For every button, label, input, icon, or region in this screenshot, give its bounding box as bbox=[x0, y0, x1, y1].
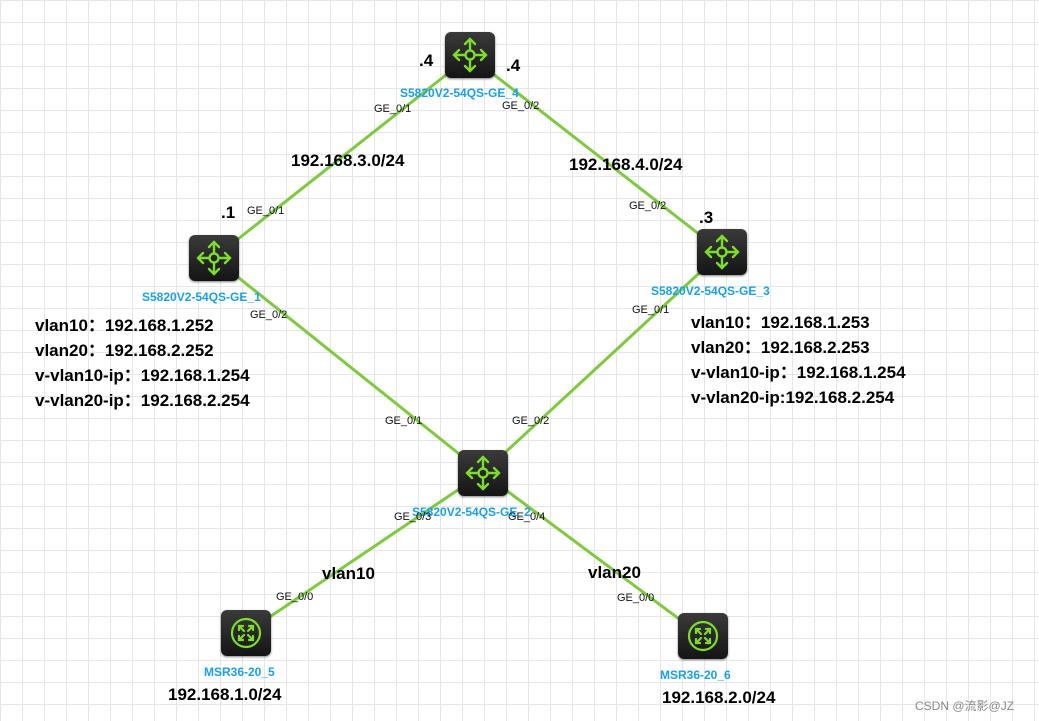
port-sw2-ge02: GE_0/2 bbox=[512, 415, 550, 427]
port-sw1-ge02: GE_0/2 bbox=[250, 309, 288, 321]
switch-sw2[interactable] bbox=[458, 450, 508, 496]
sw1-config-line: vlan20：192.168.2.252 bbox=[35, 341, 214, 360]
router-r5[interactable] bbox=[221, 610, 271, 656]
router-r6[interactable] bbox=[678, 613, 728, 659]
device-label-r5: MSR36-20_5 bbox=[204, 665, 275, 679]
switch-sw1[interactable] bbox=[189, 235, 239, 281]
router-icon bbox=[230, 617, 262, 649]
device-label-sw2: S5820V2-54QS-GE_2 bbox=[412, 505, 531, 519]
ip-suffix-sw4-right: .4 bbox=[506, 56, 521, 75]
sw3-config-line: v-vlan10-ip：192.168.1.254 bbox=[691, 363, 906, 382]
port-sw2-ge01: GE_0/1 bbox=[385, 415, 423, 427]
link-sw4-sw1[interactable] bbox=[212, 54, 472, 260]
network-label-sw4-sw1: 192.168.3.0/24 bbox=[291, 151, 405, 170]
link-sw4-sw3[interactable] bbox=[468, 54, 724, 254]
sw1-config-line: v-vlan10-ip：192.168.1.254 bbox=[35, 366, 250, 385]
l3-switch-icon bbox=[452, 37, 488, 73]
ip-suffix-sw4-left: .4 bbox=[419, 51, 434, 70]
switch-sw3[interactable] bbox=[697, 229, 747, 275]
port-r5-ge00: GE_0/0 bbox=[276, 591, 314, 603]
l3-switch-icon bbox=[704, 234, 740, 270]
vlan10-label: vlan10 bbox=[322, 564, 375, 583]
device-label-sw3: S5820V2-54QS-GE_3 bbox=[651, 284, 770, 298]
l3-switch-icon bbox=[196, 240, 232, 276]
ip-suffix-sw1: .1 bbox=[221, 203, 236, 222]
network-label-sw4-sw3: 192.168.4.0/24 bbox=[569, 155, 683, 174]
switch-sw4[interactable] bbox=[445, 32, 495, 78]
link-sw3-sw2[interactable] bbox=[481, 250, 724, 475]
port-sw3-ge01: GE_0/1 bbox=[632, 304, 670, 316]
l3-switch-icon bbox=[465, 455, 501, 491]
sw1-config: vlan10：192.168.1.252 vlan20：192.168.2.25… bbox=[35, 313, 250, 413]
r6-network: 192.168.2.0/24 bbox=[662, 688, 776, 707]
device-label-r6: MSR36-20_6 bbox=[660, 668, 731, 682]
router-icon bbox=[687, 620, 719, 652]
ip-suffix-sw3: .3 bbox=[699, 208, 714, 227]
port-sw1-ge01: GE_0/1 bbox=[247, 205, 285, 217]
port-r6-ge00: GE_0/0 bbox=[617, 592, 655, 604]
sw1-config-line: vlan10：192.168.1.252 bbox=[35, 316, 214, 335]
link-sw1-sw2[interactable] bbox=[212, 256, 485, 475]
sw1-config-line: v-vlan20-ip：192.168.2.254 bbox=[35, 391, 250, 410]
link-sw2-r6[interactable] bbox=[481, 471, 704, 638]
vlan20-label: vlan20 bbox=[588, 563, 641, 582]
sw3-config-line: vlan20：192.168.2.253 bbox=[691, 338, 870, 357]
sw3-config-line: vlan10：192.168.1.253 bbox=[691, 313, 870, 332]
port-sw2-ge04: GE_0/4 bbox=[508, 511, 546, 523]
port-sw4-ge01: GE_0/1 bbox=[374, 103, 412, 115]
watermark: CSDN @流影@JZ bbox=[915, 699, 1015, 713]
r5-network: 192.168.1.0/24 bbox=[168, 685, 282, 704]
sw3-config: vlan10：192.168.1.253 vlan20：192.168.2.25… bbox=[691, 310, 906, 410]
port-sw3-ge02: GE_0/2 bbox=[629, 200, 667, 212]
link-sw2-r5[interactable] bbox=[244, 471, 485, 635]
device-label-sw4: S5820V2-54QS-GE_4 bbox=[400, 86, 519, 100]
device-label-sw1: S5820V2-54QS-GE_1 bbox=[142, 290, 261, 304]
port-sw4-ge02: GE_0/2 bbox=[502, 100, 540, 112]
port-sw2-ge03: GE_0/3 bbox=[394, 511, 432, 523]
sw3-config-line: v-vlan20-ip:192.168.2.254 bbox=[691, 388, 895, 407]
